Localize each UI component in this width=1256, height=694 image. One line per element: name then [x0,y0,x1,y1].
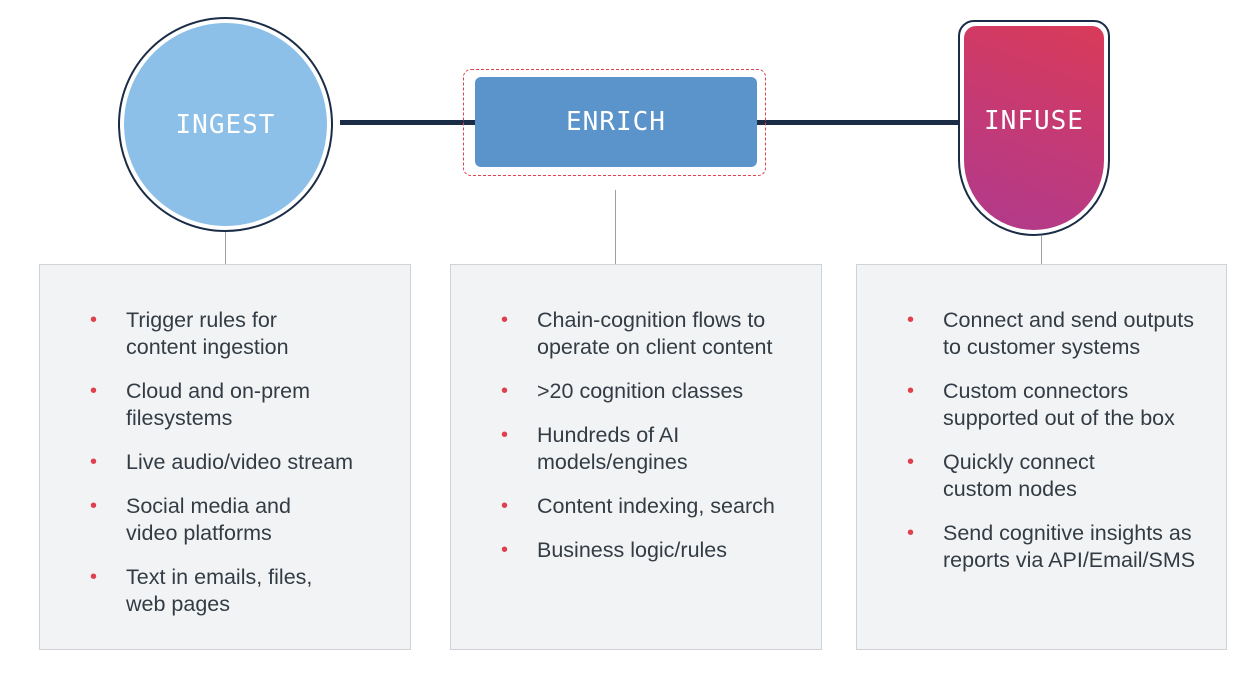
infuse-stage: INFUSE [964,26,1104,230]
ingest-stage-label: INGEST [175,109,276,140]
connector-ingest-panel [225,232,226,264]
enrich-selection-outline [463,69,766,176]
bullet-icon: • [90,566,98,588]
bullet-icon: • [90,495,98,517]
bullet-icon: • [501,539,509,561]
connector-enrich-panel [615,190,616,264]
list-item-text: >20 cognition classes [537,379,744,403]
connector-enrich-infuse [757,120,960,125]
bullet-icon: • [90,451,98,473]
bullet-icon: • [907,451,915,473]
list-item: • Text in emails, files,web pages [90,564,394,618]
connector-ingest-enrich [340,120,475,125]
bullet-icon: • [90,380,98,402]
list-item-text: Content indexing, search [537,494,775,518]
list-item: • >20 cognition classes [501,378,805,405]
enrich-stage: ENRICH [475,77,757,167]
bullet-icon: • [501,424,509,446]
list-item-text: Live audio/video stream [126,450,354,474]
list-item: • Content indexing, search [501,493,805,520]
infuse-stage-label: INFUSE [984,106,1084,136]
enrich-stage-label: ENRICH [566,107,666,137]
bullet-icon: • [501,309,509,331]
list-item-text: Text in emails, files,web pages [126,565,313,616]
bullet-icon: • [907,380,915,402]
ingest-stage: INGEST [124,23,327,226]
bullet-icon: • [501,380,509,402]
connector-infuse-panel [1041,236,1042,264]
bullet-icon: • [90,309,98,331]
bullet-icon: • [907,309,915,331]
list-item: • Business logic/rules [501,537,805,564]
list-item: • Live audio/video stream [90,449,394,476]
list-item-text: Business logic/rules [537,538,728,562]
bullet-icon: • [907,522,915,544]
bullet-icon: • [501,495,509,517]
